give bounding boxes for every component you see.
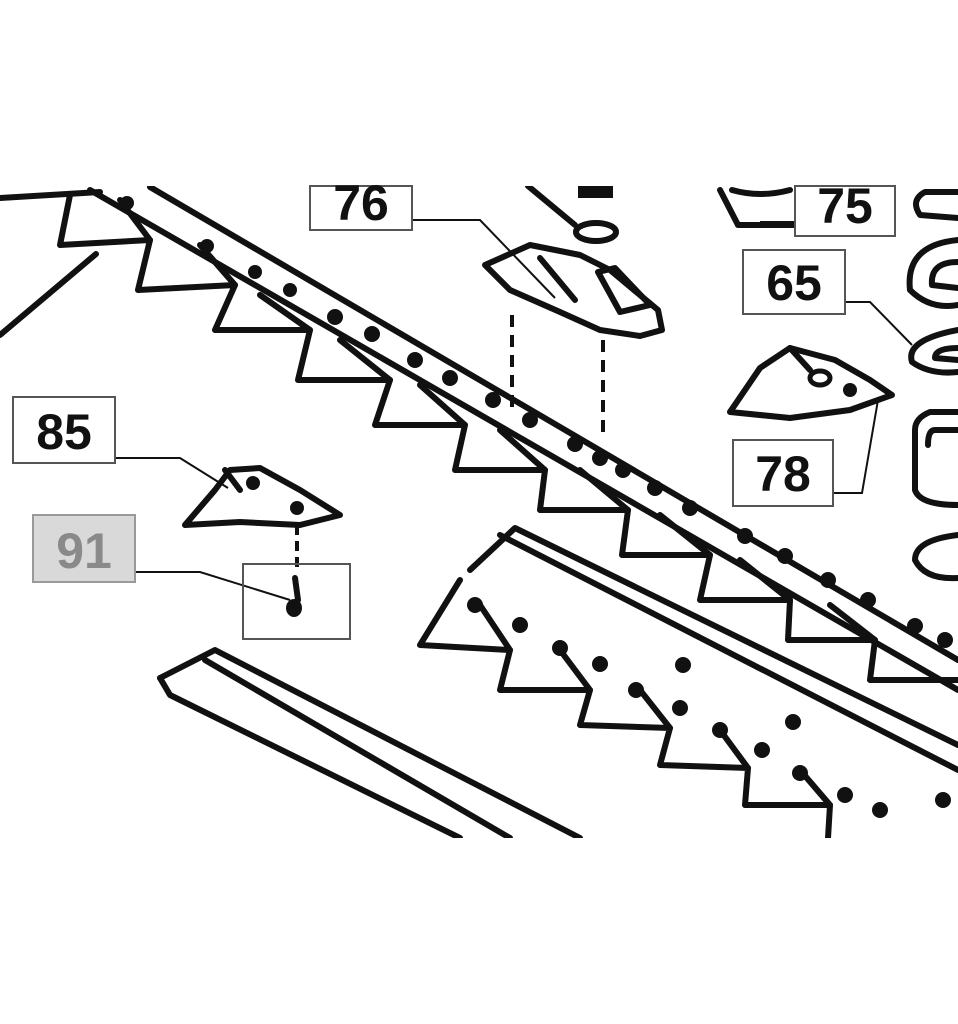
bushing-stack [906,189,958,582]
knife-sections-upper [57,192,958,683]
part-75-shape [717,187,803,228]
guard-part-85 [182,465,343,570]
leader-lines [115,219,913,601]
callout-78-label: 78 [755,446,811,502]
lower-knife-section [417,525,958,838]
wear-strip [157,647,583,838]
callout-75[interactable]: 75 [794,178,896,237]
callout-91[interactable]: 91 [32,514,136,583]
upper-bar-rivets [120,196,953,648]
callout-65-label: 65 [766,255,822,311]
callout-65[interactable]: 65 [742,249,846,315]
bolt-part-91 [286,575,302,617]
callout-85[interactable]: 85 [12,396,116,464]
callout-91-target-box[interactable] [242,563,351,640]
knife-head-part [482,186,665,435]
knife-sections-lower [417,577,833,838]
callout-85-label: 85 [36,404,92,460]
callout-75-label: 75 [817,178,873,234]
callout-91-label: 91 [56,523,112,579]
callout-76[interactable]: 76 [309,175,413,231]
callout-76-label: 76 [333,175,389,231]
guard-part-78 [727,345,895,421]
callout-78[interactable]: 78 [732,439,834,507]
